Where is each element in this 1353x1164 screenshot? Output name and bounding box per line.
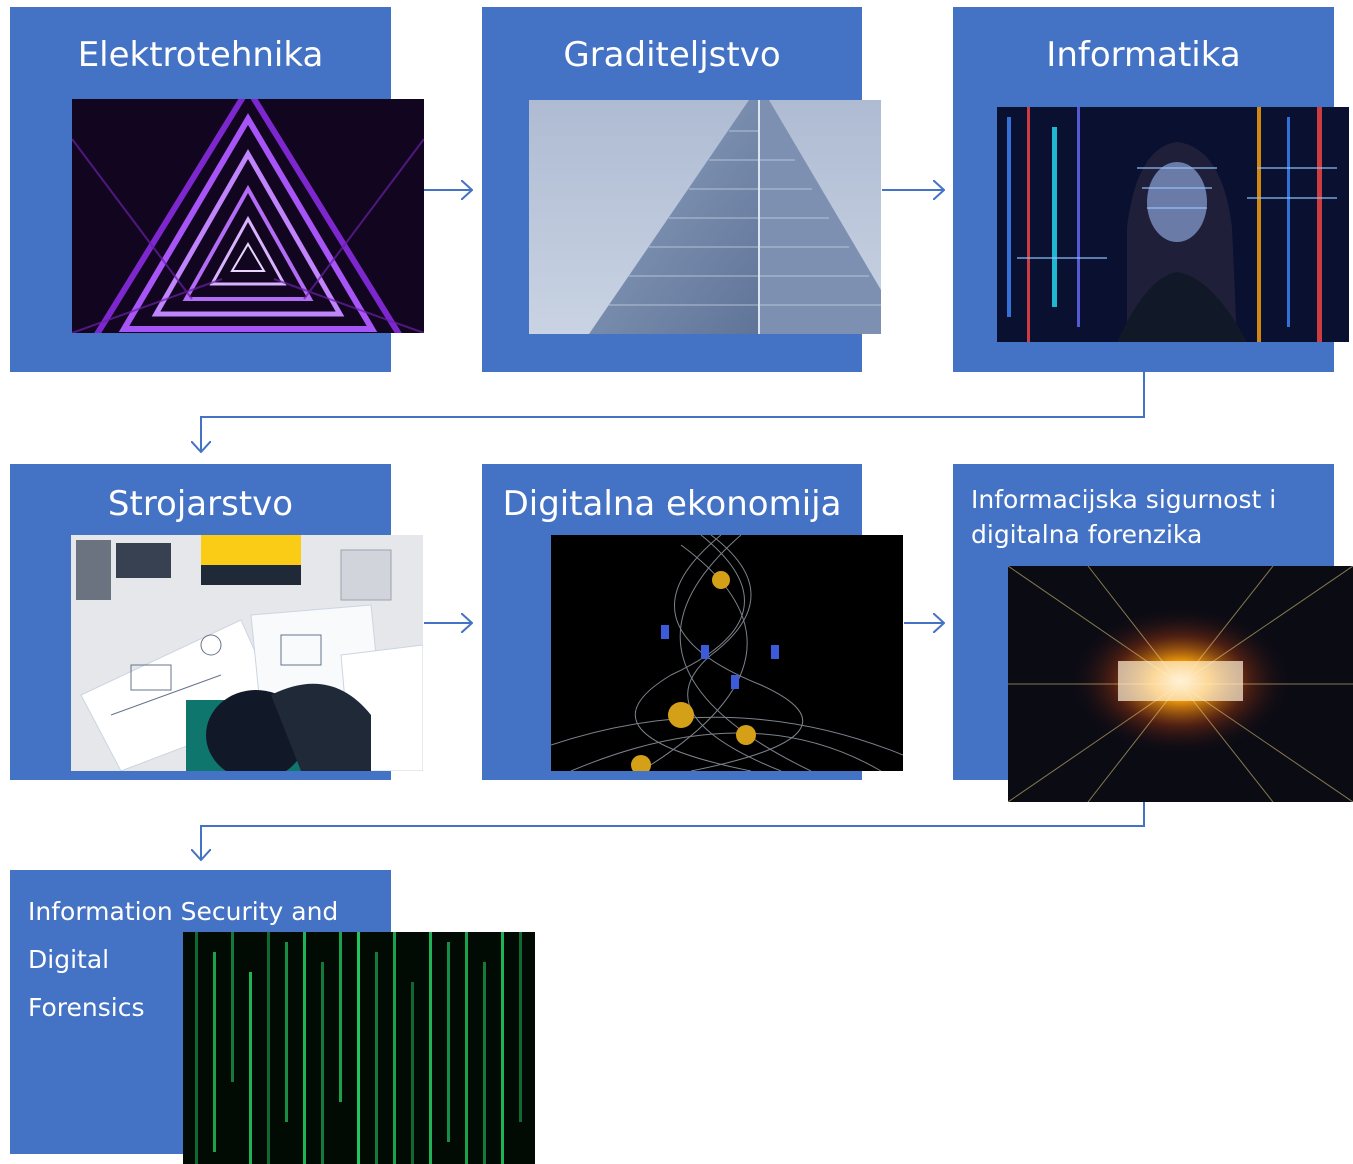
neon-triangle-stairwell-image (72, 99, 424, 333)
node-title: Elektrotehnika (77, 35, 324, 75)
arrow-6-7 (201, 802, 1145, 860)
node-title: Informacijska sigurnost i digitalna fore… (971, 485, 1277, 549)
node-title-line-3: Forensics (28, 993, 145, 1022)
arrow-3-4 (201, 372, 1145, 452)
light-speed-tunnel-image (1008, 566, 1353, 802)
bitcoin-vortex-image (551, 535, 903, 771)
node-title: Strojarstvo (107, 484, 294, 524)
node-title: Graditeljstvo (563, 35, 781, 75)
node-title: Digitalna ekonomija (502, 484, 842, 524)
engineering-drawings-desk-image (71, 535, 423, 771)
glass-building-facade-image (529, 100, 881, 334)
node-title: Informatika (1046, 35, 1241, 75)
node-title: Information Security and Digital Forensi… (28, 888, 338, 1032)
node-title-line-2: Digital (28, 945, 110, 974)
code-projection-portrait-image (997, 107, 1349, 342)
green-matrix-code-image (183, 932, 535, 1164)
node-title-line-1: Information Security and (28, 897, 339, 926)
